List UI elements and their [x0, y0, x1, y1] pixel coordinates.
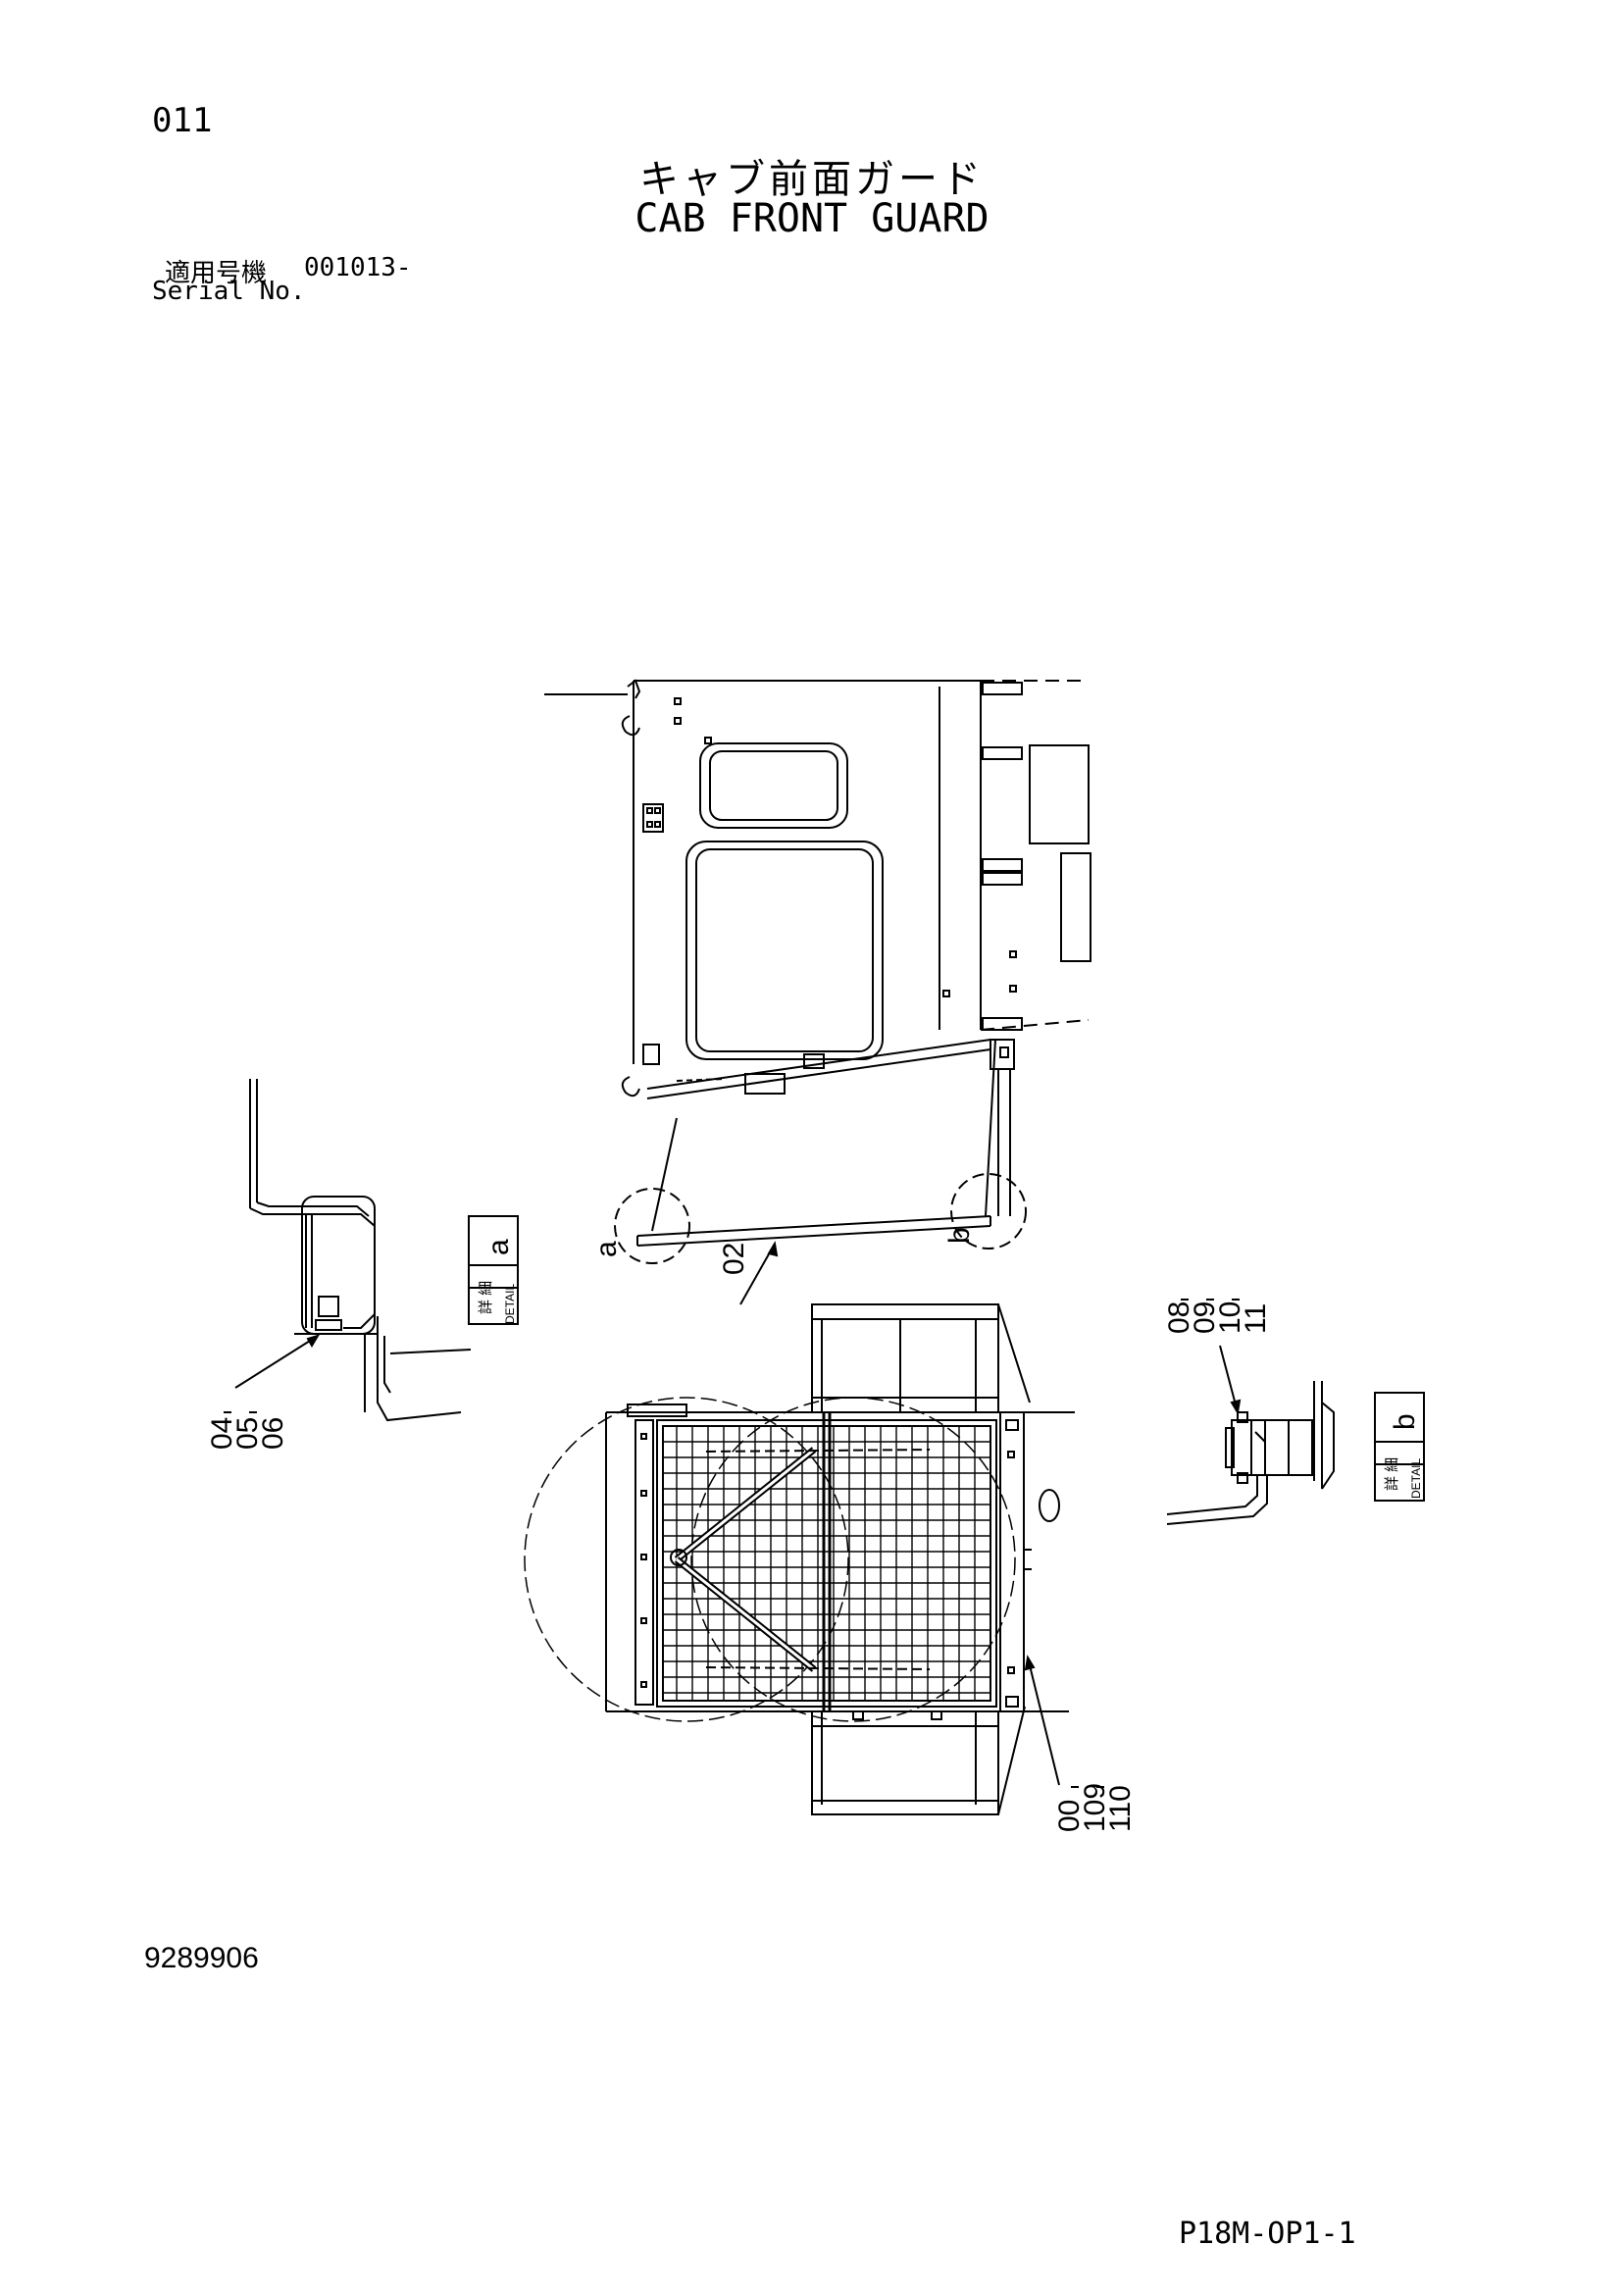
serial-label-english: Serial No. [152, 277, 306, 306]
detail-a-label-japanese: 詳 細 [478, 1281, 494, 1314]
detail-a-drawing [234, 1079, 519, 1422]
serial-label-japanese: 適用号機 [165, 259, 268, 288]
detail-a-label-english: DETAIL [503, 1284, 517, 1324]
page-number: 011 [152, 101, 213, 140]
detail-b-label-english: DETAIL [1409, 1458, 1423, 1499]
callout-part-00: 00 [1053, 1800, 1086, 1832]
callout-part-08: 08 [1163, 1301, 1195, 1334]
callout-part-04: 04 [206, 1417, 238, 1450]
detail-b-label-japanese: 詳 細 [1384, 1457, 1400, 1491]
callout-part-05: 05 [231, 1417, 264, 1450]
callout-part-109: 109 [1079, 1783, 1111, 1832]
serial-value: 001013- [304, 253, 412, 282]
detail-a-letter: a [482, 1239, 515, 1255]
page-title-japanese: キャブ前面ガード [639, 157, 985, 202]
sheet-code: P18M-OP1-1 [1179, 2217, 1356, 2251]
cab-side-view [544, 679, 1091, 1305]
callout-circle-b: b [943, 1227, 976, 1244]
callout-part-02: 02 [718, 1243, 750, 1275]
callout-part-11: 11 [1240, 1303, 1272, 1334]
detail-b-drawing [1166, 1345, 1425, 1525]
callout-part-110: 110 [1104, 1785, 1137, 1832]
document-number: 9289906 [144, 1942, 259, 1974]
callout-part-06: 06 [257, 1417, 289, 1450]
callout-circle-a: a [590, 1241, 623, 1257]
callout-part-09: 09 [1189, 1301, 1221, 1334]
page-title-english: CAB FRONT GUARD [634, 196, 990, 241]
detail-b-letter: b [1389, 1413, 1421, 1430]
callout-part-10: 10 [1214, 1301, 1246, 1334]
front-guard-view [524, 1303, 1079, 1815]
